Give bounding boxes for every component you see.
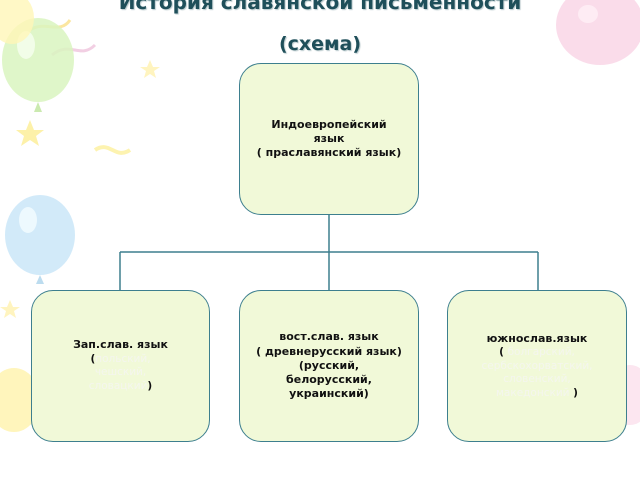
node-west-slavic: Зап.слав. язык (польский, чешский, слова… bbox=[31, 290, 210, 442]
node-heading: южнослав.язык bbox=[486, 331, 588, 345]
star-icon bbox=[16, 120, 44, 146]
blue-balloon bbox=[5, 195, 75, 275]
language-item: чешский, bbox=[94, 366, 147, 379]
node-text: язык bbox=[313, 131, 345, 145]
diagram-subtitle: (схема) bbox=[278, 33, 362, 55]
language-item: словенский, bbox=[503, 373, 571, 386]
language-item: сербскохорватский, bbox=[481, 359, 593, 372]
node-south-slavic: южнослав.язык ( болгарский, сербскохорва… bbox=[447, 290, 627, 442]
node-heading: вост.слав. язык bbox=[279, 330, 379, 344]
yellow-balloon bbox=[0, 368, 40, 432]
node-text: ( древнерусский язык) bbox=[256, 344, 402, 358]
star-icon bbox=[140, 60, 160, 78]
bracket-open: ( bbox=[499, 345, 504, 358]
bracket-open: ( bbox=[90, 352, 96, 365]
node-text: белорусский, bbox=[286, 373, 372, 387]
language-item: болгарский, bbox=[507, 345, 575, 358]
yellow-balloon bbox=[0, 0, 34, 44]
streamer bbox=[93, 145, 132, 155]
node-text: ( праславянский язык) bbox=[256, 146, 402, 160]
language-item: словацкий bbox=[88, 379, 148, 392]
language-item: польский, bbox=[95, 352, 151, 365]
star-icon bbox=[0, 300, 20, 318]
connector-lines bbox=[119, 215, 539, 290]
node-east-slavic: вост.слав. язык ( древнерусский язык) (р… bbox=[239, 290, 419, 442]
node-proto-indo-european: Индоевропейский язык ( праславянский язы… bbox=[239, 63, 419, 215]
node-heading: Зап.слав. язык bbox=[73, 338, 168, 352]
bracket-close: ) bbox=[147, 379, 153, 392]
node-text: Индоевропейский bbox=[271, 117, 387, 131]
node-text: украинский) bbox=[289, 387, 369, 401]
bracket-close: ) bbox=[573, 386, 578, 399]
diagram-title: История славянской письменности bbox=[118, 0, 522, 14]
pink-balloon bbox=[556, 0, 640, 65]
language-item: македонский bbox=[496, 386, 570, 399]
node-text: (русский, bbox=[298, 358, 360, 372]
